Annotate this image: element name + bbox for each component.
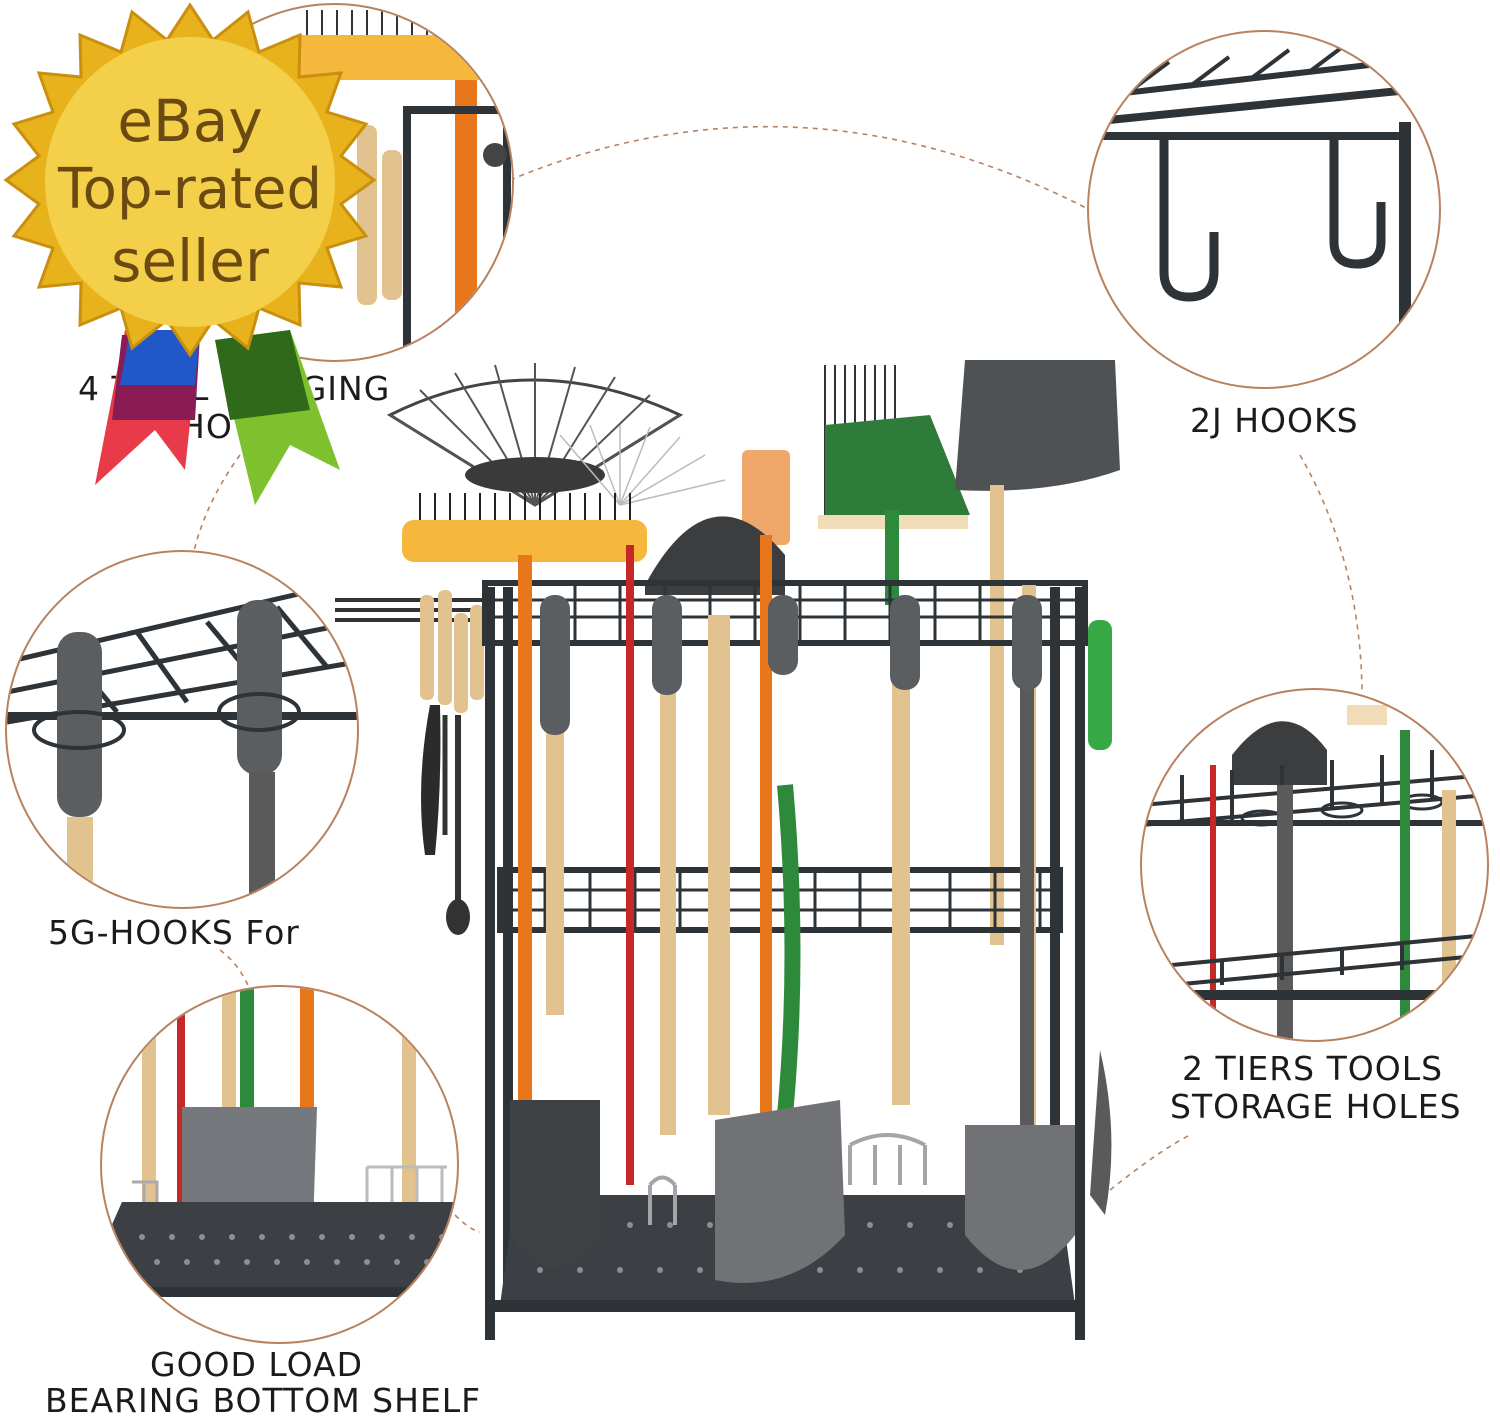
badge-seal bbox=[3, 2, 377, 358]
forks bbox=[648, 1133, 927, 1225]
leaf-rake bbox=[386, 363, 684, 507]
badge-line-seller: seller bbox=[111, 227, 269, 295]
callout-bottom-shelf bbox=[100, 985, 459, 1344]
label-two-tiers-line1: 2 TIERS TOOLS bbox=[1182, 1049, 1444, 1088]
label-g-hooks: 5G-HOOKS For bbox=[48, 913, 300, 952]
fan-rake-light bbox=[559, 424, 726, 506]
callout-g-hooks bbox=[5, 550, 359, 909]
g-hooks bbox=[540, 595, 1042, 735]
tool-handles bbox=[518, 535, 1112, 1185]
spades bbox=[510, 1050, 1112, 1283]
middle-grid-shelf bbox=[497, 867, 1063, 933]
top-rated-seller-badge: eBay Top-rated seller bbox=[0, 0, 380, 520]
label-j-hooks: 2J HOOKS bbox=[1190, 401, 1359, 440]
badge-line-ebay: eBay bbox=[117, 87, 263, 155]
callout-j-hooks bbox=[1087, 30, 1441, 389]
tool-rack-illustration bbox=[335, 360, 1120, 1340]
callout-two-tiers bbox=[1140, 688, 1489, 1042]
badge-line-top-rated: Top-rated bbox=[57, 157, 322, 222]
label-bottom-shelf-line1: GOOD LOAD bbox=[150, 1345, 364, 1384]
label-bottom-shelf-line2: BEARING BOTTOM SHELF bbox=[45, 1381, 482, 1420]
hanging-hand-tools bbox=[335, 590, 490, 935]
label-two-tiers-line2: STORAGE HOLES bbox=[1170, 1087, 1462, 1126]
badge-ribbons bbox=[95, 330, 340, 505]
